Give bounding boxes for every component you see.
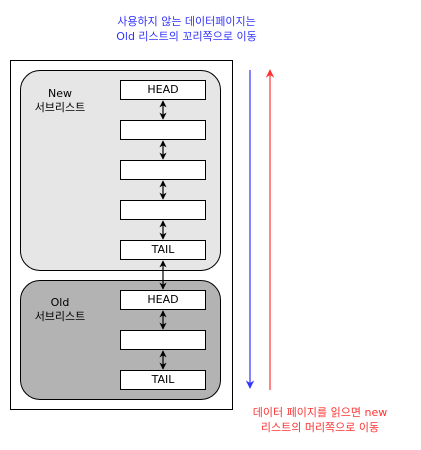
new-page-4 [120, 200, 206, 220]
old-head-page: HEAD [120, 290, 206, 310]
new-page-2 [120, 120, 206, 140]
old-tail-page: TAIL [120, 370, 206, 390]
caption-bottom-line2: 리스트의 머리쪽으로 이동 [260, 421, 380, 434]
old-sublist-label: Old 서브리스트 [20, 296, 100, 324]
old-sublist-label-line1: Old [50, 296, 70, 309]
caption-top-line1: 사용하지 않는 데이터페이지는 [117, 15, 256, 28]
new-sublist-label-line1: New [48, 87, 72, 100]
new-page-3 [120, 160, 206, 180]
new-sublist-label: New 서브리스트 [20, 87, 100, 115]
new-tail-page: TAIL [120, 240, 206, 260]
caption-move-to-new-head: 데이터 페이지를 읽으면 new 리스트의 머리쪽으로 이동 [200, 405, 421, 435]
caption-top-line2: Old 리스트의 꼬리쪽으로 이동 [116, 30, 257, 43]
caption-bottom-line1: 데이터 페이지를 읽으면 new [252, 406, 388, 419]
old-page-2 [120, 330, 206, 350]
old-sublist-label-line2: 서브리스트 [34, 310, 86, 323]
new-head-page: HEAD [120, 80, 206, 100]
new-sublist-label-line2: 서브리스트 [34, 101, 86, 114]
caption-move-to-old-tail: 사용하지 않는 데이터페이지는 Old 리스트의 꼬리쪽으로 이동 [0, 14, 373, 44]
